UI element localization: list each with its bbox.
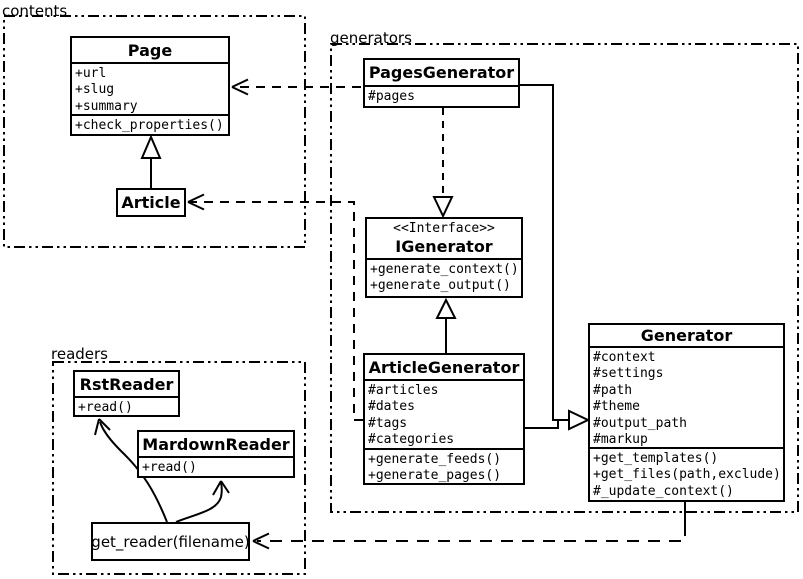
method: +generate_pages() <box>368 468 502 483</box>
method: +read() <box>142 460 197 475</box>
class-box-page: Page +url +slug +summary +check_properti… <box>70 36 230 136</box>
attribute: #theme <box>593 399 640 415</box>
attribute: #dates <box>368 399 415 415</box>
method: +generate_feeds() <box>368 452 502 467</box>
method: +generate_output() <box>370 278 511 294</box>
class-methods-igenerator: +generate_context() +generate_output() <box>367 260 521 296</box>
attribute: #categories <box>368 432 455 448</box>
class-methods-page: +check_properties() <box>72 114 228 134</box>
attribute: #path <box>593 382 633 398</box>
package-label-readers: readers <box>51 345 108 363</box>
class-methods-rstreader: +read() <box>75 398 178 415</box>
class-box-mardownreader: MardownReader +read() <box>137 430 295 478</box>
class-attributes-generator: #context #settings #path #theme #output_… <box>590 348 783 447</box>
method: +check_properties() <box>75 118 224 133</box>
attribute: #articles <box>368 383 439 398</box>
class-title-pagesgenerator: PagesGenerator <box>365 60 518 87</box>
package-frame-generators <box>330 43 799 513</box>
class-methods-articlegenerator: +generate_feeds() +generate_pages() <box>365 448 523 483</box>
class-methods-mardownreader: +read() <box>139 458 293 476</box>
edge-pagesgenerator-to-igenerator-realization <box>432 108 454 219</box>
attribute: #context <box>593 350 656 365</box>
class-box-igenerator: <<Interface>> IGenerator +generate_conte… <box>365 217 523 298</box>
class-title-generator: Generator <box>590 325 783 348</box>
class-attributes-pagesgenerator: #pages <box>365 87 518 106</box>
class-stereotype-igenerator: <<Interface>> <box>393 221 495 236</box>
edge-getreader-to-rstreader <box>94 418 168 523</box>
class-title-page: Page <box>72 38 228 64</box>
method: +get_templates() <box>593 451 719 466</box>
edge-article-to-page-generalization <box>140 134 162 188</box>
class-title-articlegenerator: ArticleGenerator <box>365 355 523 381</box>
attribute: +summary <box>75 98 138 114</box>
package-label-contents: contents <box>2 2 68 20</box>
attribute: #output_path <box>593 415 687 431</box>
package-frame-contents <box>3 15 306 248</box>
class-name-igenerator: IGenerator <box>395 237 493 256</box>
class-attributes-page: +url +slug +summary <box>72 64 228 114</box>
method: +get_files(path,exclude) <box>593 467 781 483</box>
method: +read() <box>78 400 133 415</box>
package-label-generators: generators <box>330 29 412 47</box>
edge-pagesgenerator-to-page-dependency <box>231 78 361 96</box>
function-box-get-reader: get_reader(filename) <box>91 522 250 561</box>
attribute: +slug <box>75 82 115 98</box>
class-box-rstreader: RstReader +read() <box>73 370 180 417</box>
class-title-rstreader: RstReader <box>75 372 178 398</box>
edge-generator-to-getreader-dependency <box>252 502 686 550</box>
class-box-articlegenerator: ArticleGenerator #articles #dates #tags … <box>363 353 525 485</box>
class-title-mardownreader: MardownReader <box>139 432 293 458</box>
attribute: #pages <box>368 89 415 104</box>
class-title-article: Article <box>121 193 181 212</box>
class-box-article: Article <box>116 188 186 217</box>
attribute: #tags <box>368 415 408 431</box>
attribute: +url <box>75 66 107 81</box>
class-attributes-articlegenerator: #articles #dates #tags #categories <box>365 381 523 448</box>
edge-articlegenerator-to-article-dependency <box>187 193 363 421</box>
edge-articlegenerator-to-igenerator-generalization <box>435 297 457 353</box>
class-methods-generator: +get_templates() +get_files(path,exclude… <box>590 447 783 500</box>
package-frame-readers <box>52 361 306 575</box>
class-title-igenerator: <<Interface>> IGenerator <box>367 219 521 260</box>
class-box-generator: Generator #context #settings #path #them… <box>588 323 785 502</box>
attribute: #settings <box>593 366 664 382</box>
method: +generate_context() <box>370 262 519 277</box>
class-box-pagesgenerator: PagesGenerator #pages <box>363 58 520 108</box>
edge-generators-to-generator-generalization <box>520 84 591 431</box>
attribute: #markup <box>593 432 648 447</box>
method: #_update_context() <box>593 483 734 499</box>
edge-getreader-to-mardownreader <box>175 480 230 523</box>
